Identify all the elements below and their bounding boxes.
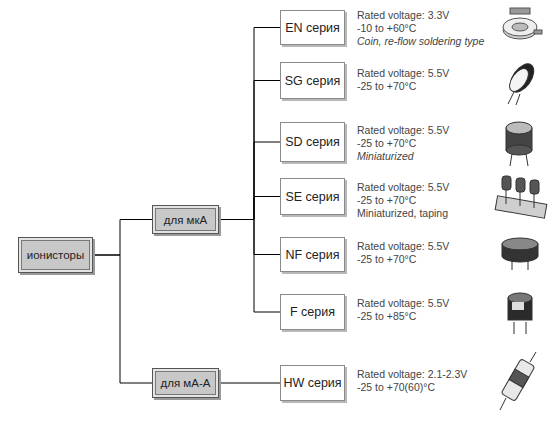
connector-line [93, 220, 152, 256]
spec-text: Rated voltage: 5.5V [357, 181, 449, 194]
spec-text: Rated voltage: 2.1-2.3V [357, 368, 467, 381]
connector-line [219, 142, 280, 220]
spec-text: -25 to +70°C [357, 253, 416, 266]
connector-line [219, 28, 280, 220]
box-text-group: SE серия [285, 190, 339, 204]
connector-line [219, 220, 280, 255]
spec-text: -25 to +70°C [357, 80, 416, 93]
box-text-group: для мкА [164, 214, 207, 226]
spec-text: -25 to +70°C [357, 194, 416, 207]
series-box: NF серия [280, 237, 345, 272]
box-text-group: HW серия [283, 376, 341, 390]
coin-cell-picture [503, 8, 542, 39]
series-box: SE серия [280, 178, 345, 215]
box-text-group: NF серия [285, 248, 339, 262]
connector-line [219, 81, 280, 220]
box-text-group: ионисторы [27, 249, 85, 261]
capacitor-picture [500, 352, 536, 410]
spec-text: Rated voltage: 5.5V [357, 124, 449, 137]
capacitor-picture [502, 238, 538, 270]
box-label: для мкА [164, 214, 207, 226]
box-label: EN серия [285, 21, 340, 35]
taped-capacitors-picture [495, 176, 547, 218]
series-box: SG серия [280, 62, 345, 99]
spec-text: Rated voltage: 5.5V [357, 67, 449, 80]
group-box: для мкА [152, 205, 219, 234]
box-text-group: EN серия [285, 21, 340, 35]
series-box: EN серия [280, 10, 345, 45]
box-text-group: SD серия [285, 135, 340, 149]
group-box: ионисторы [18, 237, 93, 273]
box-text-group: SG серия [285, 74, 340, 88]
capacitor-picture [505, 60, 538, 105]
box-label: SG серия [285, 74, 340, 88]
spec-text: Miniaturized [357, 150, 414, 163]
box-label: для мА-А [161, 377, 211, 389]
connector-line [219, 197, 280, 220]
spec-text: -10 to +60°C [357, 22, 416, 35]
spec-text: Rated voltage: 3.3V [357, 9, 449, 22]
spec-text: -25 to +85°C [357, 310, 416, 323]
spec-text: Coin, re-flow soldering type [357, 35, 484, 48]
box-label: F серия [290, 305, 335, 319]
group-box: для мА-А [152, 368, 219, 398]
spec-text: Rated voltage: 5.5V [357, 297, 449, 310]
box-label: HW серия [283, 376, 341, 390]
box-text-group: для мА-А [161, 377, 211, 389]
box-label: NF серия [285, 248, 339, 262]
box-label: SD серия [285, 135, 340, 149]
box-label: SE серия [285, 190, 339, 204]
capacitor-picture [508, 293, 532, 334]
connector-line [219, 220, 280, 313]
capacitor-picture [506, 122, 532, 166]
box-text-group: F серия [290, 305, 335, 319]
series-box: HW серия [280, 365, 345, 401]
spec-text: Rated voltage: 5.5V [357, 240, 449, 253]
spec-text: -25 to +70°C [357, 137, 416, 150]
series-box: SD серия [280, 122, 345, 162]
spec-text: Miniaturized, taping [357, 207, 448, 220]
connector-line [219, 383, 280, 384]
box-label: ионисторы [27, 249, 85, 261]
series-box: F серия [280, 294, 345, 330]
connector-line [93, 255, 152, 383]
spec-text: -25 to +70(60)°C [357, 381, 435, 394]
